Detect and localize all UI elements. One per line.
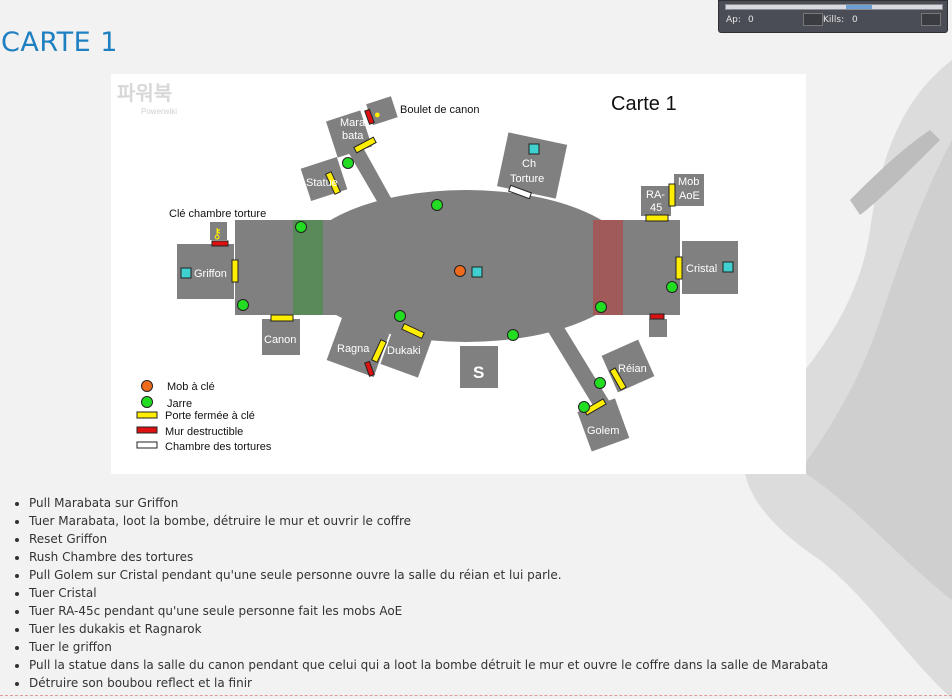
chest-icons — [180, 143, 734, 279]
divider — [0, 695, 952, 696]
green-zone — [293, 220, 323, 315]
label-bata: bata — [342, 130, 364, 142]
legend-key-mob: Mob à clé — [167, 381, 215, 393]
list-item: Pull Marabata sur Griffon — [29, 494, 828, 512]
progress-bar — [725, 4, 943, 10]
list-item: Tuer Marabata, loot la bombe, détruire l… — [29, 512, 828, 530]
label-golem: Golem — [587, 425, 619, 437]
label-torture: Torture — [510, 173, 544, 185]
map-legend: Mob à clé Jarre Porte fermée à clé Mur d… — [136, 380, 272, 453]
ap-label: Ap: — [726, 15, 741, 25]
list-item: Rush Chambre des tortures — [29, 548, 828, 566]
label-mara: Mara — [340, 117, 366, 129]
dungeon-map: 파워북 Powerwiki Carte 1 — [111, 74, 806, 474]
label-boulet: Boulet de canon — [400, 104, 480, 116]
label-statue: Statue — [306, 177, 338, 189]
label-aoe: AoE — [679, 190, 700, 202]
key-icon: ⚷ — [212, 225, 222, 241]
jar-icons — [237, 157, 678, 413]
progress-bar-fill — [846, 5, 872, 9]
legend-jar: Jarre — [167, 398, 192, 410]
label-ra: RA- — [646, 189, 665, 201]
hud-panel: Ap: 0 Kills: 0 — [718, 0, 948, 33]
ap-value: 0 — [748, 15, 754, 25]
label-ragna: Ragna — [337, 343, 370, 355]
list-item: Tuer les dukakis et Ragnarok — [29, 620, 828, 638]
label-canon: Canon — [264, 334, 296, 346]
label-cristal: Cristal — [686, 263, 717, 275]
map-title: Carte 1 — [611, 93, 677, 115]
legend-destructible-wall: Mur destructible — [165, 426, 243, 438]
key-mob-icon — [454, 265, 466, 277]
label-cle-chambre: Clé chambre torture — [169, 208, 266, 220]
label-mob: Mob — [678, 176, 699, 188]
watermark: 파워북 — [117, 82, 172, 105]
locked-doors — [231, 136, 683, 416]
label-ch: Ch — [522, 158, 536, 170]
red-zone — [593, 220, 623, 315]
bomb-icon: ● — [374, 109, 381, 121]
kills-value: 0 — [852, 15, 858, 25]
list-item: Tuer Cristal — [29, 584, 828, 602]
legend-torture-chamber: Chambre des tortures — [165, 441, 272, 453]
label-reian: Réian — [618, 363, 647, 375]
label-ra45: 45 — [650, 202, 662, 214]
list-item: Détruire son boubou reflect et la finir — [29, 674, 828, 692]
page-title: CARTE 1 — [1, 27, 118, 58]
kills-label: Kills: — [823, 15, 845, 25]
list-item: Pull Golem sur Cristal pendant qu'une se… — [29, 566, 828, 584]
hud-slot-2[interactable] — [921, 13, 941, 26]
label-dukaki: Dukaki — [387, 345, 421, 357]
list-item: Pull la statue dans la salle du canon pe… — [29, 656, 828, 674]
hud-slot-1[interactable] — [803, 13, 823, 26]
label-griffon: Griffon — [194, 268, 227, 280]
destructible-walls — [211, 108, 665, 377]
label-s: S — [473, 363, 484, 382]
list-item: Reset Griffon — [29, 530, 828, 548]
watermark-sub: Powerwiki — [141, 107, 177, 116]
list-item: Tuer le griffon — [29, 638, 828, 656]
strategy-list: Pull Marabata sur Griffon Tuer Marabata,… — [9, 494, 828, 692]
list-item: Tuer RA-45c pendant qu'une seule personn… — [29, 602, 828, 620]
legend-locked-door: Porte fermée à clé — [165, 410, 255, 422]
torture-chamber-door — [507, 184, 533, 200]
key-room — [210, 222, 227, 240]
